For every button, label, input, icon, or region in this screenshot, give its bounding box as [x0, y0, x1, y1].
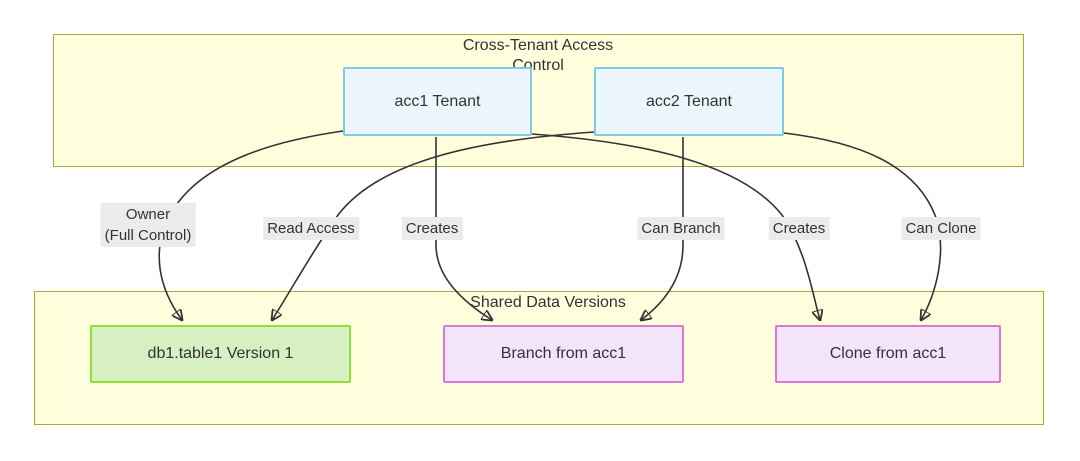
- cluster-title-shared-data-versions: Shared Data Versions: [470, 294, 626, 311]
- node-acc1-tenant[interactable]: acc1 Tenant: [343, 67, 532, 136]
- node-acc1-tenant-label: acc1 Tenant: [394, 92, 481, 110]
- edge-label-creates-branch: Creates: [401, 217, 463, 240]
- cluster-title-cross-tenant-access-control: Cross-Tenant Access Control: [462, 37, 614, 74]
- node-acc2-tenant[interactable]: acc2 Tenant: [594, 67, 784, 136]
- edge-label-read-access: Read Access: [263, 217, 359, 240]
- edge-label-can-branch: Can Branch: [637, 217, 725, 240]
- node-branch-from-acc1-label: Branch from acc1: [500, 345, 627, 362]
- node-acc2-tenant-label: acc2 Tenant: [646, 92, 732, 110]
- edge-label-creates-clone: Creates: [768, 217, 830, 240]
- node-db1-table1-version-1[interactable]: db1.table1 Version 1: [90, 325, 351, 383]
- node-branch-from-acc1[interactable]: Branch from acc1: [443, 325, 684, 383]
- edge-label-owner: Owner (Full Control): [100, 203, 196, 247]
- node-db1-table1-version-1-label: db1.table1 Version 1: [147, 345, 294, 362]
- node-clone-from-acc1[interactable]: Clone from acc1: [775, 325, 1001, 383]
- edge-label-can-clone: Can Clone: [901, 217, 981, 240]
- node-clone-from-acc1-label: Clone from acc1: [829, 345, 947, 362]
